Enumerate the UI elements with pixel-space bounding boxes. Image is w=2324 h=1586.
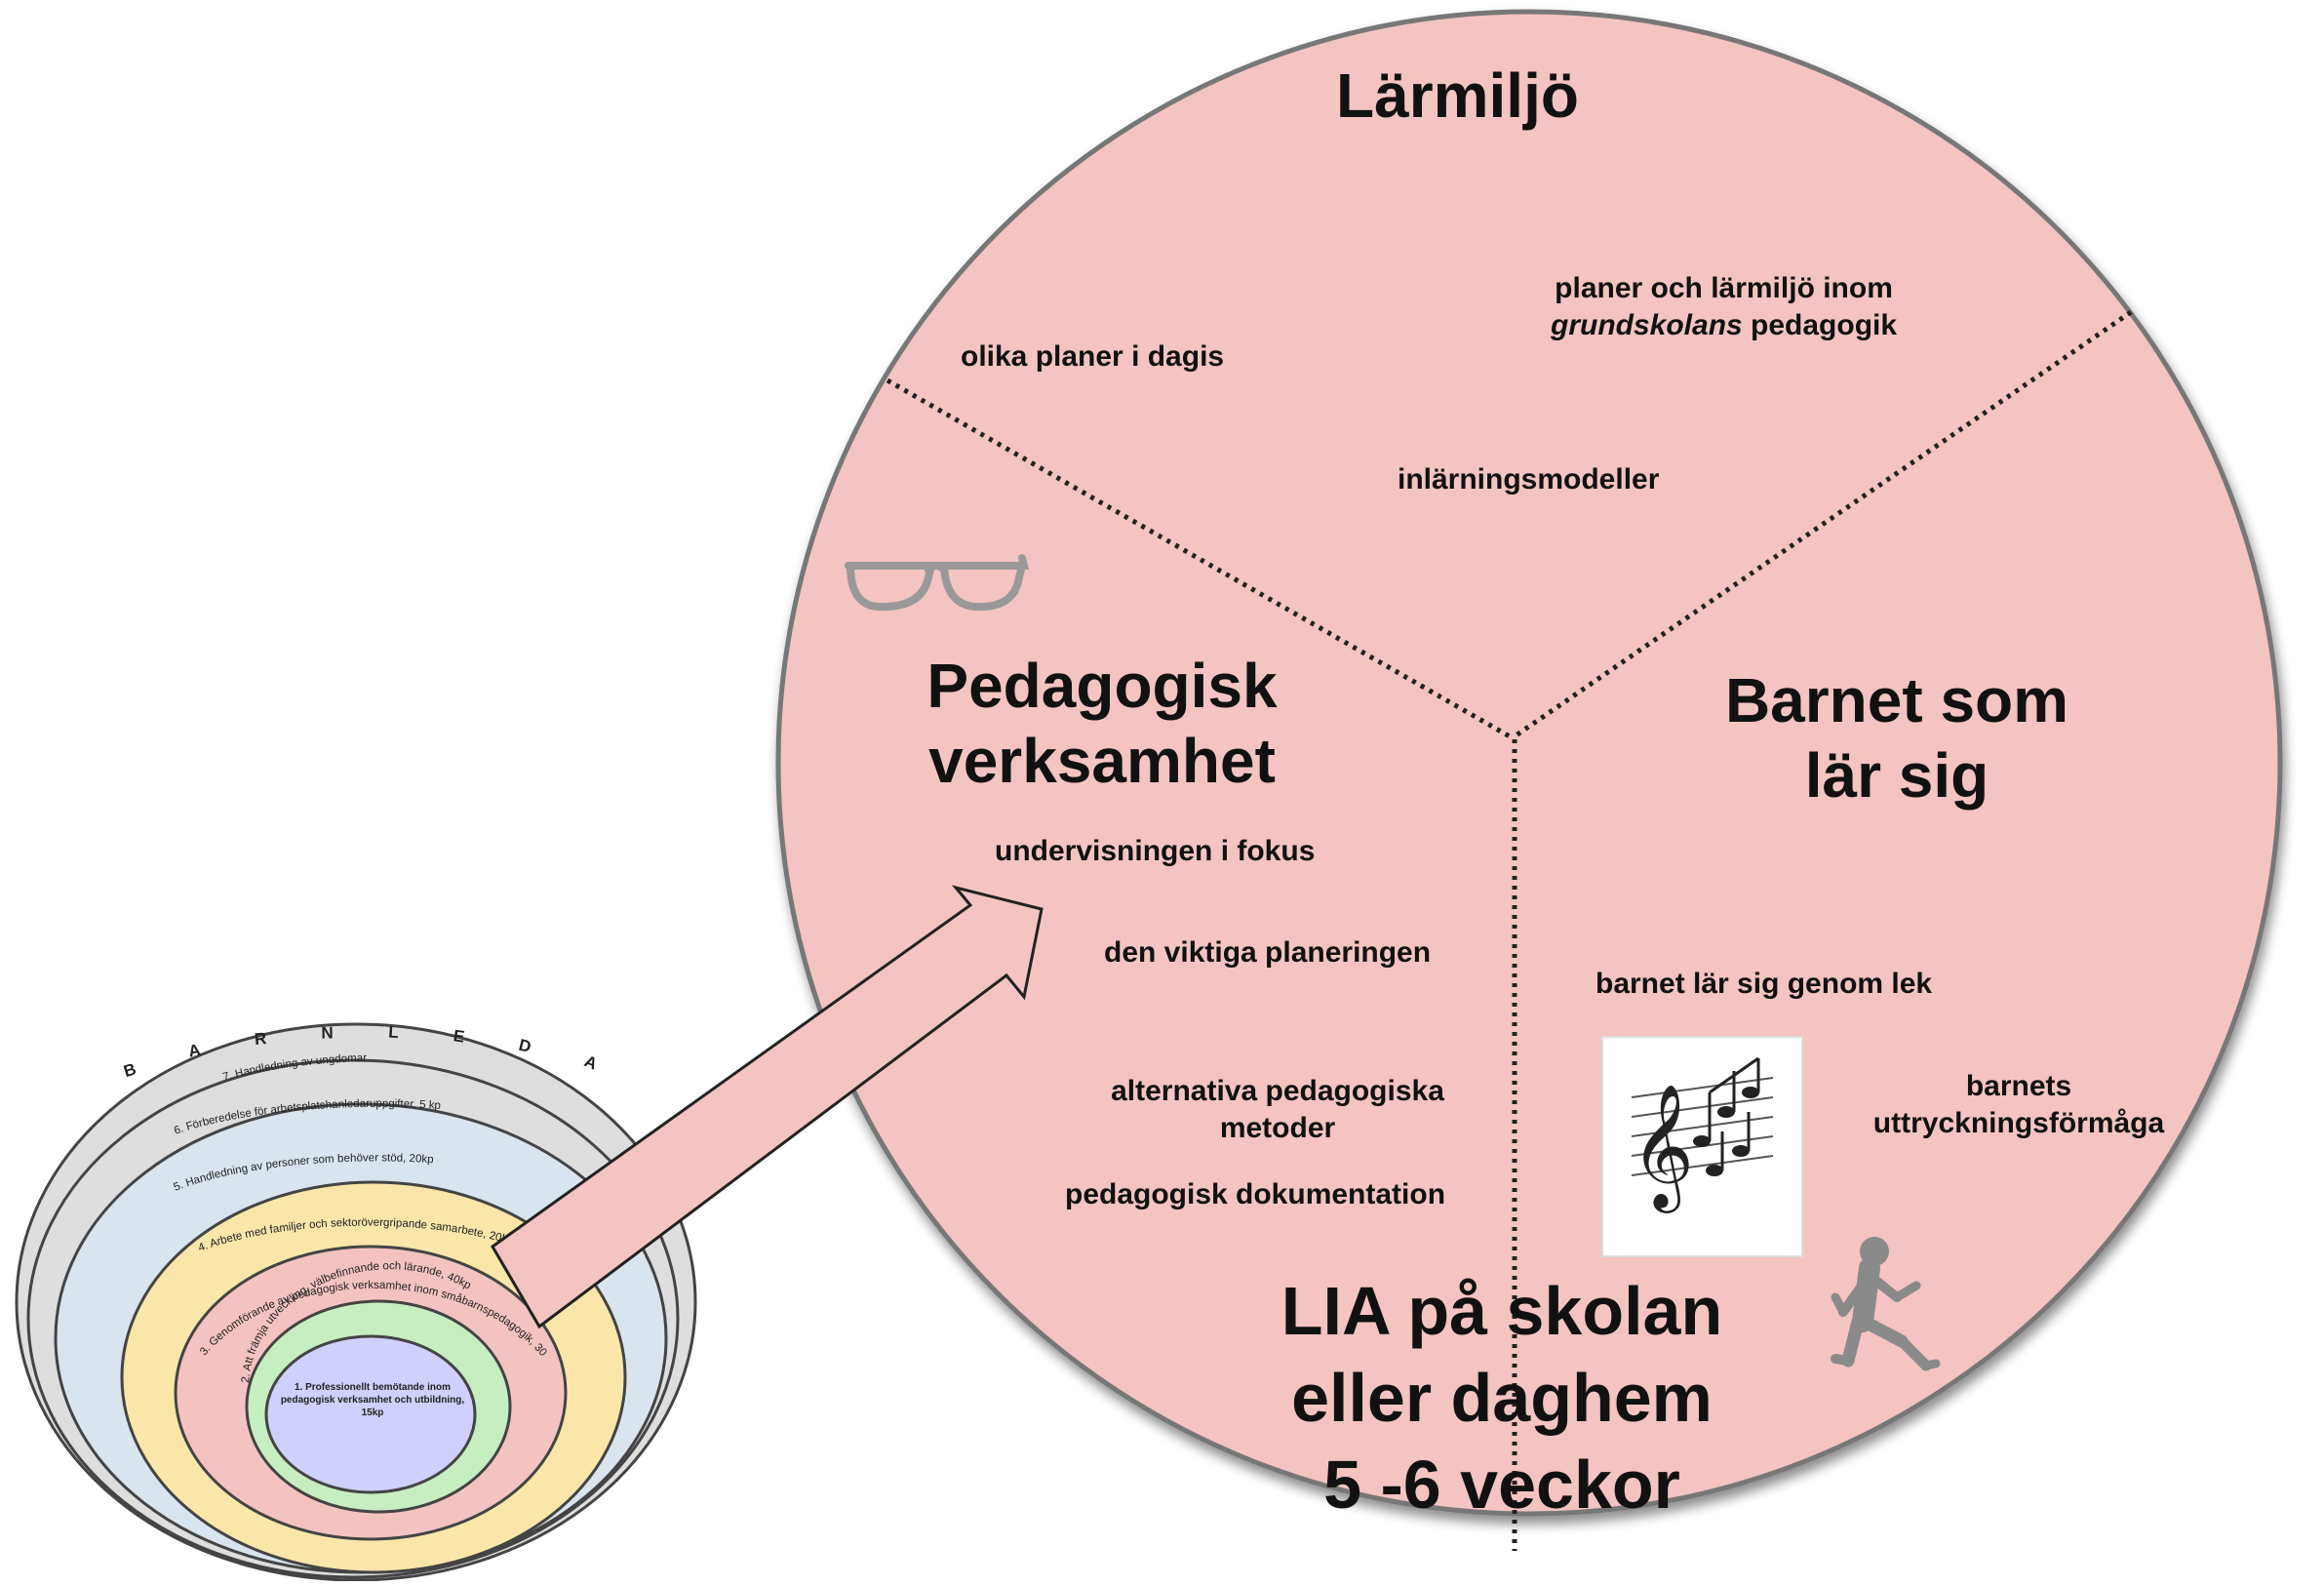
label-barnet-lar-sig-genom-lek: barnet lär sig genom lek	[1595, 968, 1933, 1000]
label-olika-planer: olika planer i dagis	[961, 340, 1225, 373]
svg-text:𝄞: 𝄞	[1631, 1083, 1694, 1213]
running-child-icon	[1831, 1237, 1941, 1371]
label-undervisningen-i-fokus: undervisningen i fokus	[995, 835, 1316, 867]
label-planer-line-2: grundskolans pedagogik	[1551, 307, 1897, 344]
label-inlarningsmodeller: inlärningsmodeller	[1398, 463, 1660, 496]
label-barnets-uttryckningsformaga: barnets uttryckningsförmåga	[1872, 1070, 2165, 1139]
barnledare-arc-title: BARNLEDARE	[0, 0, 650, 1094]
ring-center-line-1: 1. Professionellt bemötande inom	[295, 1382, 451, 1393]
divider-left	[886, 377, 1512, 739]
label-den-viktiga-planeringen: den viktiga planeringen	[1104, 936, 1432, 969]
label-pedagogik: pedagogik	[1742, 308, 1898, 341]
rings-diagram	[15, 1022, 697, 1582]
label-pedagogisk-dokumentation: pedagogisk dokumentation	[1065, 1178, 1446, 1210]
label-planer-line-1: planer och lärmiljö inom	[1555, 272, 1893, 304]
lia-line-1: LIA på skolan	[1280, 1273, 1723, 1349]
ring-center-line-2: pedagogisk verksamhet och utbildning,	[281, 1395, 465, 1406]
sector-title-pedagogisk-verksamhet: Pedagogisk verksamhet	[926, 651, 1278, 796]
pointer-arrow	[491, 885, 1044, 1329]
label-alternativa-metoder: alternativa pedagogiska metoder	[1111, 1075, 1444, 1144]
ring-center-line-3: 15kp	[362, 1408, 384, 1418]
sector-title-larmiljo: Lärmiljö	[1336, 60, 1579, 131]
main-circle-group	[775, 9, 2283, 1551]
sector-title-barnet-som-lar-sig: Barnet som lär sig	[1724, 665, 2069, 811]
lia-text: LIA på skolan eller daghem 5 -6 veckor	[1209, 1268, 1794, 1528]
sector-dividers	[886, 309, 2133, 1551]
label-grundskolans: grundskolans	[1551, 308, 1743, 341]
lia-line-2: eller daghem	[1291, 1359, 1713, 1436]
ring-level-1	[264, 1334, 477, 1494]
main-circle	[775, 9, 2283, 1517]
lia-line-3: 5 -6 veckor	[1323, 1446, 1680, 1523]
label-planer-och-larmiljo: planer och lärmiljö inom grundskolans pe…	[1551, 270, 1897, 343]
music-notes-image: 𝄞	[1601, 1036, 1803, 1257]
glasses-icon	[845, 554, 1030, 612]
divider-right	[1513, 309, 2133, 739]
